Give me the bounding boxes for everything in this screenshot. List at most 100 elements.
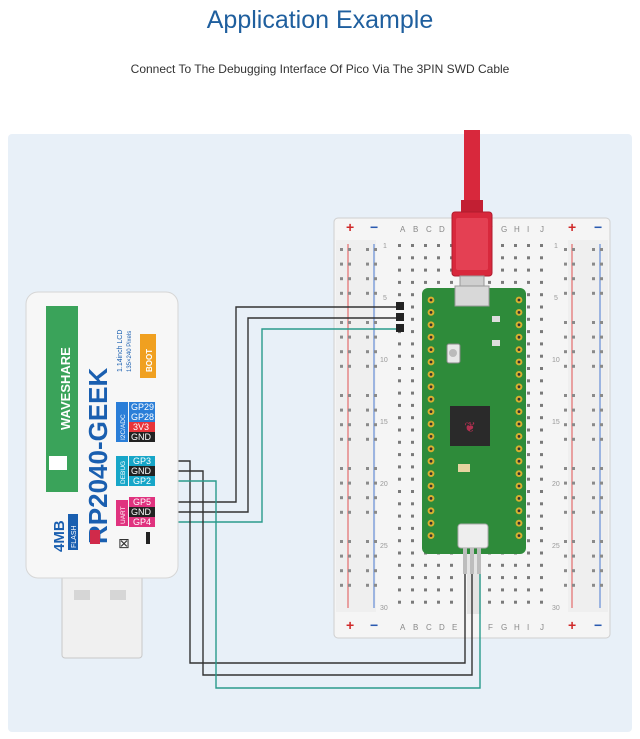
row-num-10-right: 10 (552, 357, 560, 364)
breadboard-hole (398, 465, 401, 469)
breadboard-hole (411, 490, 414, 493)
breadboard-hole (348, 510, 351, 514)
breadboard-hole (398, 268, 401, 272)
pin-gp29: GP29 (131, 402, 154, 412)
page-subtitle: Connect To The Debugging Interface Of Pi… (130, 62, 510, 76)
breadboard-hole (374, 408, 377, 412)
breadboard-hole (398, 342, 401, 346)
breadboard-hole (411, 428, 414, 432)
breadboard-hole (527, 477, 530, 481)
model-name: RP2040-GEEK (83, 367, 113, 544)
rail-plus-bottom-left: + (346, 617, 354, 633)
breadboard-hole (374, 262, 377, 266)
breadboard-hole (540, 465, 543, 469)
breadboard-hole (411, 280, 414, 284)
row-num-30-left: 30 (380, 605, 388, 612)
breadboard-hole (600, 510, 603, 514)
col-label-c-top: C (426, 225, 432, 234)
breadboard-hole (366, 481, 369, 485)
pico-pin-hole (429, 521, 433, 525)
breadboard-hole (572, 583, 575, 587)
pin-gp28: GP28 (131, 412, 154, 422)
breadboard-hole (411, 551, 414, 555)
breadboard-hole (527, 502, 530, 506)
breadboard-hole (600, 481, 603, 485)
breadboard-hole (340, 510, 343, 514)
breadboard-hole (374, 364, 377, 368)
usb-type-icon (90, 530, 100, 544)
breadboard-hole (374, 321, 377, 324)
breadboard-hole (437, 268, 440, 272)
breadboard-hole (348, 262, 351, 266)
pico-pin-hole (429, 335, 433, 339)
breadboard-hole (572, 321, 575, 324)
breadboard-hole (411, 600, 414, 604)
breadboard-hole (366, 335, 369, 339)
breadboard-hole (514, 256, 517, 260)
breadboard-hole (501, 268, 504, 272)
breadboard-hole (340, 248, 343, 251)
flash-size: 4MB (51, 520, 68, 552)
breadboard-hole (411, 477, 414, 481)
pico-pin-hole (429, 360, 433, 364)
pico-pin-hole (517, 385, 521, 389)
breadboard-hole (600, 583, 603, 587)
uart-group-label: UART (120, 506, 127, 524)
breadboard-hole (527, 280, 530, 284)
breadboard-hole (501, 244, 504, 247)
row-num-20-right: 20 (552, 481, 560, 488)
row-num-25-right: 25 (552, 543, 560, 550)
breadboard-hole (424, 576, 427, 580)
rail-minus-top-right: − (594, 219, 602, 235)
jumper-wires (156, 302, 481, 689)
breadboard-hole (398, 428, 401, 432)
pico-pin-hole (517, 323, 521, 327)
breadboard-hole (592, 554, 595, 558)
row-num-10-left: 10 (380, 357, 388, 364)
col-label-h-bottom: H (514, 623, 520, 632)
breadboard-hole (374, 583, 377, 587)
breadboard-hole (348, 408, 351, 412)
breadboard-hole (424, 600, 427, 604)
pico-pin-hole (517, 335, 521, 339)
breadboard-hole (592, 569, 595, 573)
breadboard-hole (514, 563, 517, 567)
breadboard-hole (366, 248, 369, 251)
breadboard-hole (592, 277, 595, 281)
breadboard-hole (411, 342, 414, 346)
breadboard-hole (424, 268, 427, 272)
breadboard-hole (564, 423, 567, 427)
breadboard-hole (340, 554, 343, 558)
breadboard-hole (572, 437, 575, 441)
breadboard-hole (366, 394, 369, 397)
pico-pin-hole (517, 397, 521, 401)
breadboard-hole (514, 268, 517, 272)
pico-usb-port (454, 285, 490, 307)
breadboard-hole (424, 256, 427, 260)
breadboard-hole (340, 291, 343, 295)
breadboard-hole (366, 540, 369, 543)
row-num-1-left: 1 (383, 243, 387, 250)
col-label-a-top: A (400, 225, 406, 234)
breadboard-hole (540, 588, 543, 592)
breadboard-hole (348, 277, 351, 281)
breadboard-hole (374, 291, 377, 295)
rail-plus-top-left: + (346, 219, 354, 235)
breadboard-hole (514, 600, 517, 604)
breadboard-hole (348, 321, 351, 324)
breadboard-hole (564, 540, 567, 543)
breadboard-hole (450, 600, 453, 604)
col-label-j-bottom: J (540, 623, 544, 632)
breadboard-hole (540, 317, 543, 321)
breadboard-hole (592, 350, 595, 354)
row-num-20-left: 20 (380, 481, 388, 488)
breadboard-hole (600, 321, 603, 324)
breadboard-hole (540, 477, 543, 481)
breadboard-hole (564, 437, 567, 441)
breadboard-hole (398, 367, 401, 370)
pico-pin-hole (517, 311, 521, 314)
breadboard-hole (592, 262, 595, 266)
breadboard-hole (398, 576, 401, 580)
col-label-j-top: J (540, 225, 544, 234)
breadboard-hole (600, 335, 603, 339)
